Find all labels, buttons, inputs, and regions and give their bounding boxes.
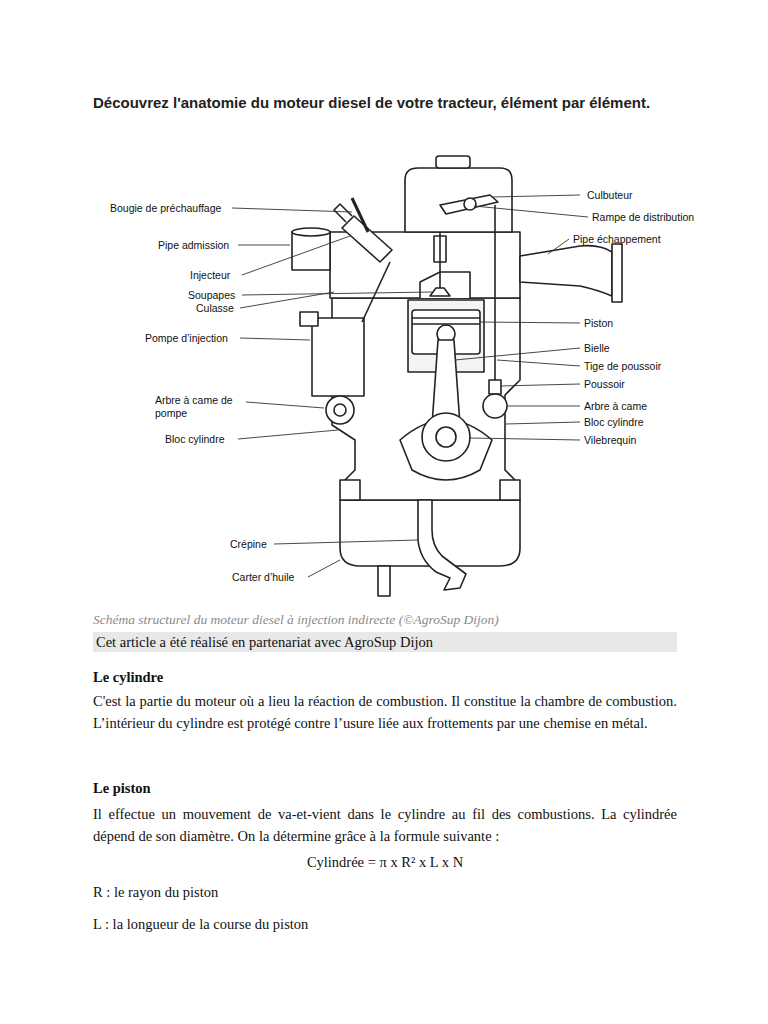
piston-ring	[412, 317, 480, 319]
leader-line	[238, 430, 338, 439]
leader-line	[492, 195, 580, 197]
leader-line	[240, 292, 334, 308]
rocker-arm	[440, 195, 498, 214]
part-label: Bougie de préchauffage	[110, 202, 221, 215]
leader-line	[470, 438, 580, 440]
crank-journal	[436, 427, 456, 447]
pushrod	[494, 205, 496, 382]
pump-camshaft-hub	[334, 404, 346, 416]
leader-lines	[232, 195, 588, 577]
part-label: Arbre à came de pompe	[155, 394, 243, 420]
filler-cap	[436, 156, 470, 168]
leader-line	[480, 322, 580, 323]
part-label: Culbuteur	[587, 189, 633, 202]
leader-line	[497, 360, 580, 366]
definition: R : le rayon du piston	[93, 881, 677, 903]
part-label: Piston	[584, 317, 613, 330]
camshaft	[483, 394, 507, 418]
pump-camshaft	[326, 396, 354, 424]
definition: L : la longueur de la course du piston	[93, 913, 677, 935]
leader-line	[240, 338, 310, 340]
section-heading: Le cylindre	[93, 668, 677, 686]
part-label: Crépine	[230, 538, 267, 551]
leader-line	[507, 406, 580, 407]
leader-line	[474, 206, 588, 217]
partner-band: Cet article a été réalisé en partenariat…	[93, 632, 677, 652]
part-label: Bloc cylindre	[584, 416, 644, 429]
intake-opening	[292, 228, 330, 236]
part-label: Pompe d’injection	[145, 332, 228, 345]
leader-line	[548, 239, 569, 254]
valve-spring	[434, 236, 446, 262]
figure-caption: Schéma structurel du moteur diesel à inj…	[93, 611, 677, 629]
page-title: Découvrez l'anatomie du moteur diesel de…	[93, 92, 677, 114]
combustion-chamber	[420, 272, 470, 298]
leader-line	[238, 245, 290, 246]
valve	[430, 288, 450, 296]
leader-line	[506, 422, 580, 424]
fuel-line	[362, 262, 390, 322]
leader-line	[308, 560, 340, 577]
part-label: Pipe échappement	[573, 233, 661, 246]
part-label: Injecteur	[190, 269, 230, 282]
valve-cover	[405, 168, 512, 232]
part-label: Bloc cylindre	[165, 433, 225, 446]
part-label: Bielle	[584, 342, 610, 355]
leader-line	[501, 384, 580, 386]
block-foot	[340, 480, 360, 500]
rocker-shaft	[464, 198, 476, 210]
leader-line	[242, 292, 432, 295]
part-label: Poussoir	[584, 378, 625, 391]
part-label: Vilebrequin	[584, 434, 636, 447]
part-label: Tige de poussoir	[584, 360, 661, 373]
crankshaft	[422, 413, 470, 461]
glow-plug	[352, 198, 368, 232]
pump-outlet	[300, 312, 318, 326]
part-label: Rampe de distribution	[592, 211, 694, 224]
block-foot	[500, 480, 520, 500]
tappet	[489, 380, 501, 394]
paragraph: Il effectue un mouvement de va-et-vient …	[93, 803, 677, 847]
paragraph: C'est la partie du moteur où a lieu la r…	[93, 690, 677, 734]
leader-line	[246, 402, 324, 408]
section-heading: Le piston	[93, 779, 677, 797]
exhaust-pipe	[520, 246, 612, 296]
band-text: Cet article a été réalisé en partenariat…	[96, 633, 674, 651]
oil-strainer	[418, 500, 466, 590]
injection-pump	[312, 318, 364, 396]
leader-line	[242, 236, 350, 275]
injector-top	[334, 204, 352, 222]
drain-plug	[378, 566, 390, 596]
formula: Cylindrée = π x R² x L x N	[93, 851, 677, 873]
part-label: Soupapes	[188, 289, 235, 302]
part-label: Culasse	[196, 302, 234, 315]
part-label: Pipe admission	[158, 239, 229, 252]
valve-stem	[439, 232, 441, 296]
injector	[342, 216, 392, 262]
leader-line	[455, 348, 580, 360]
leader-line	[232, 208, 352, 212]
part-label: Arbre à came	[584, 400, 647, 413]
leader-line	[274, 540, 418, 544]
intake-pipe	[292, 232, 330, 270]
part-label: Carter d’huile	[232, 571, 294, 584]
exhaust-flange	[612, 244, 622, 302]
